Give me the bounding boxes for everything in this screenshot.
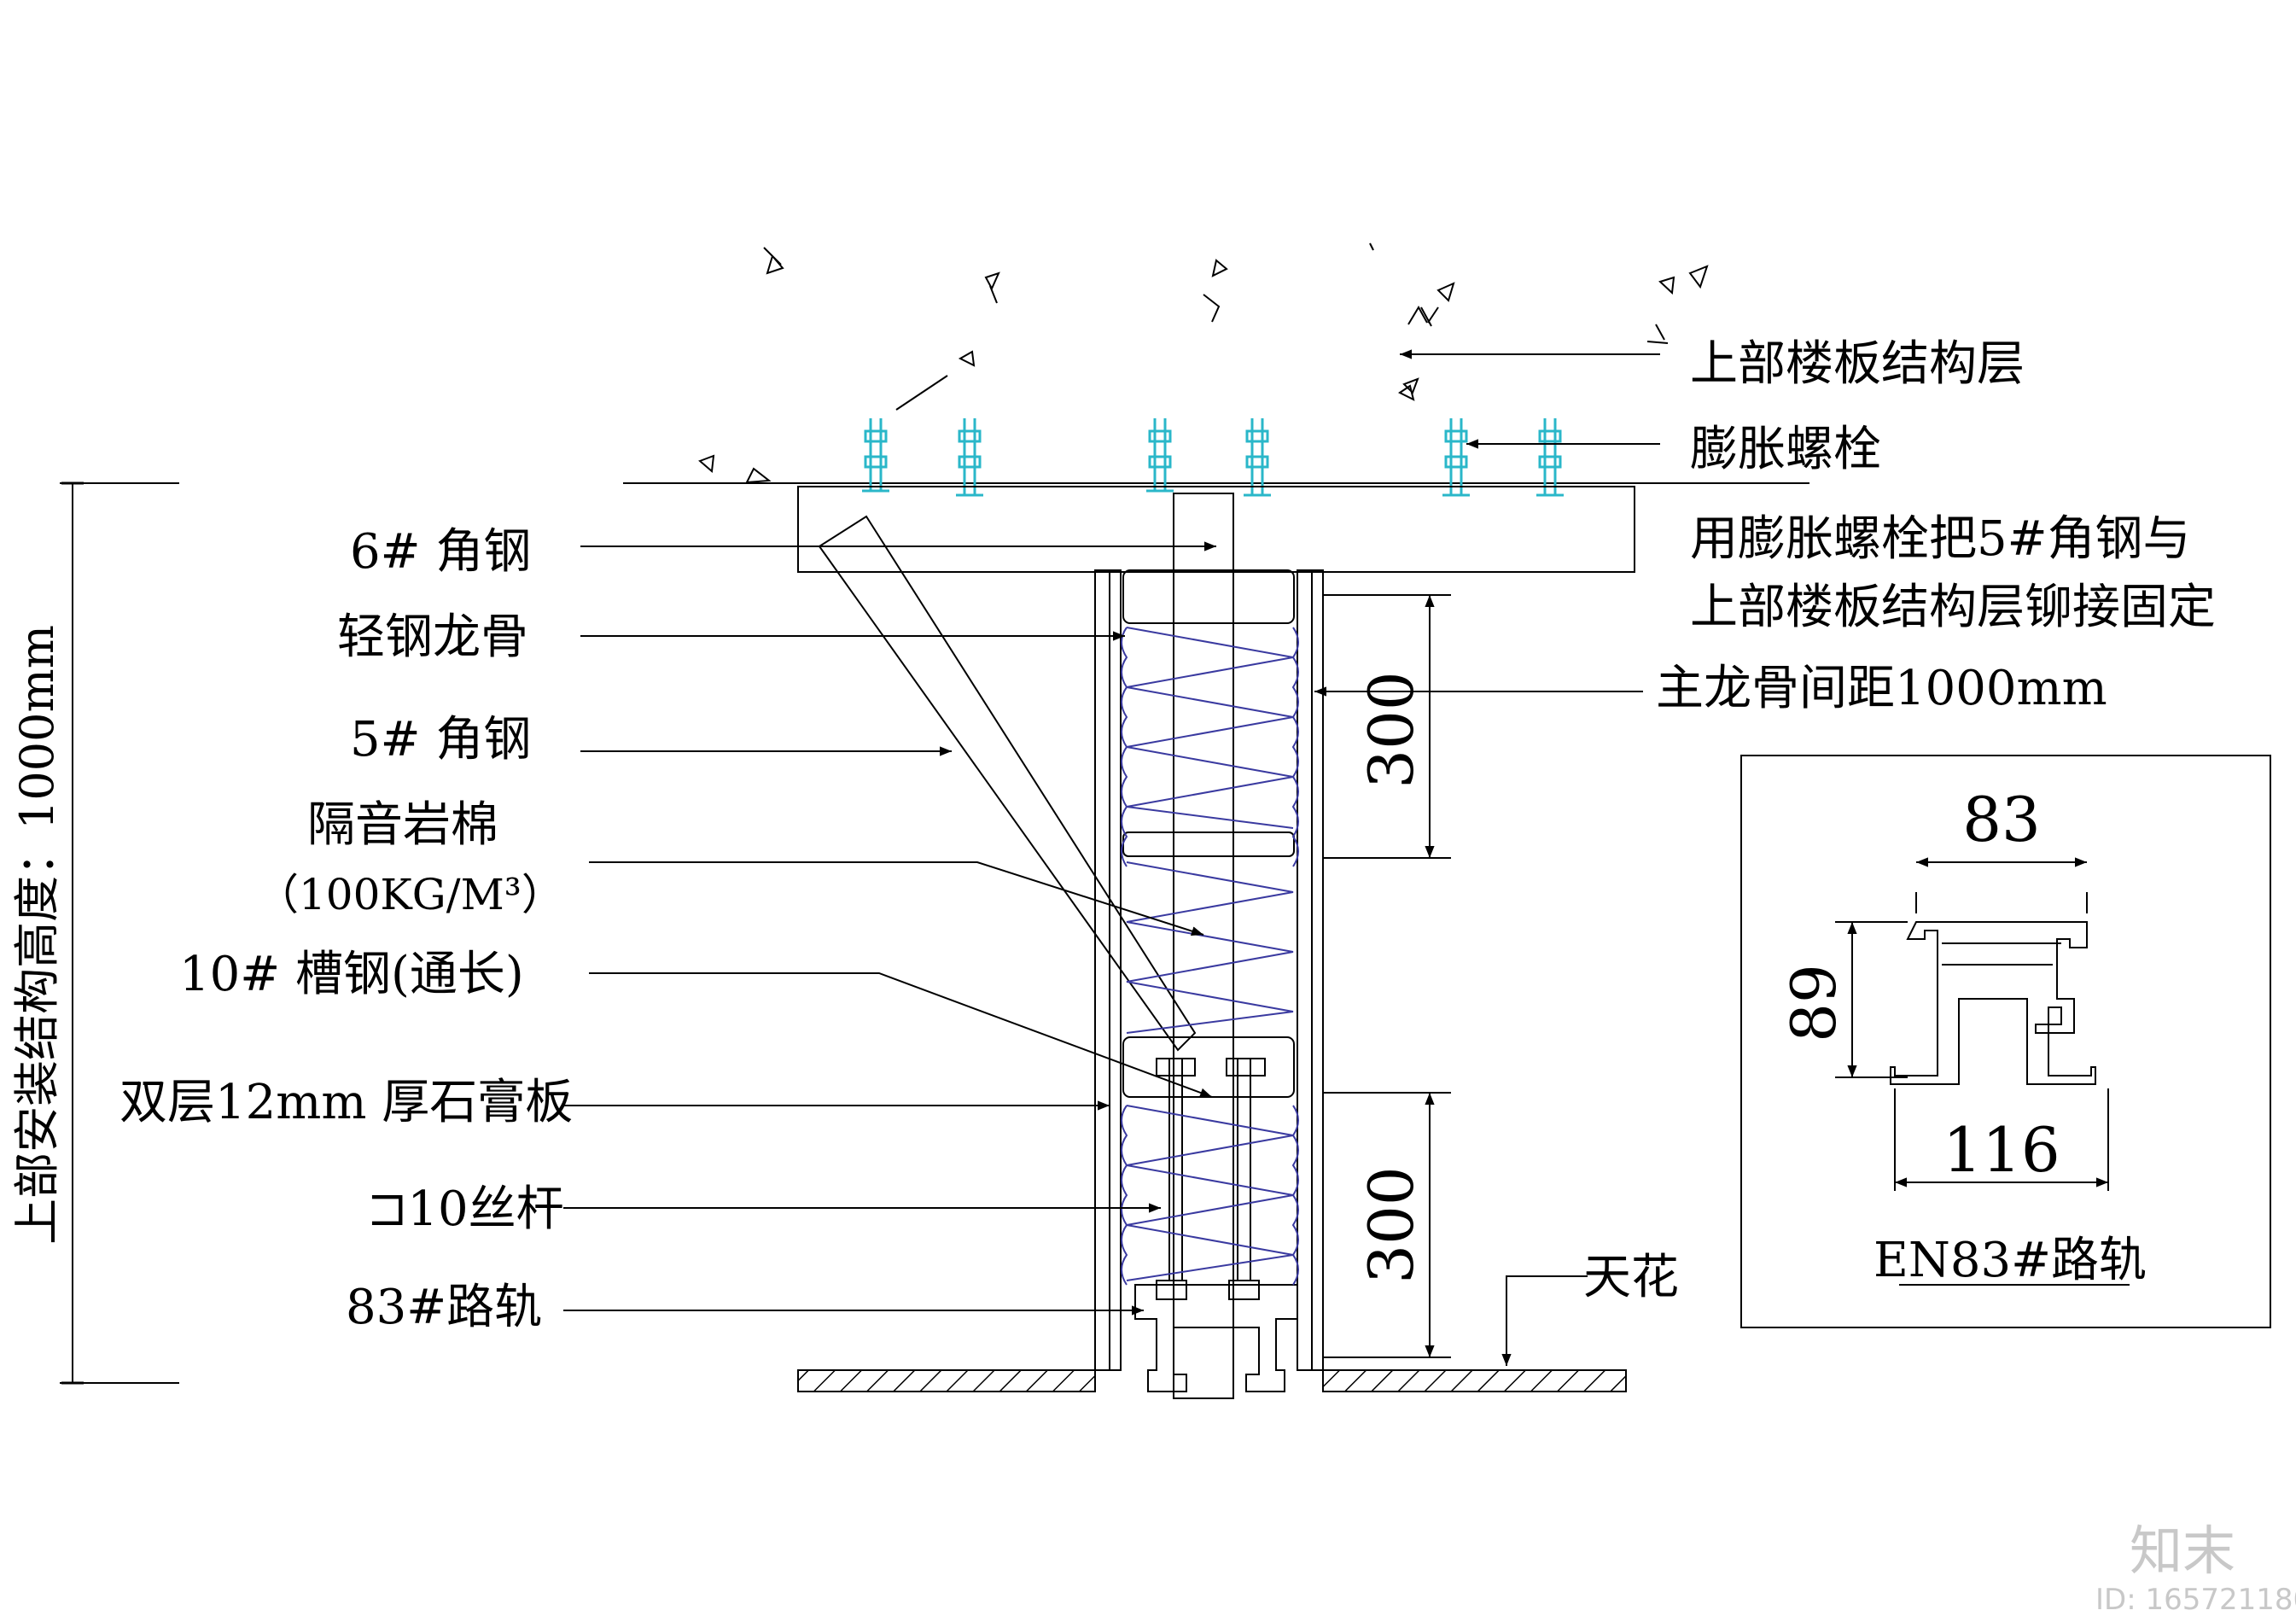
left-leaders: [563, 541, 1216, 1316]
label-expansion-bolt: 膨胀螺栓: [1690, 422, 1881, 477]
detail-frame: [1740, 755, 2271, 1328]
gypsum-board-left: [1094, 569, 1110, 1371]
ceiling-right: [1322, 1369, 1627, 1392]
detail-caption: EN83#路轨: [1874, 1233, 2147, 1288]
dimension-lines: [60, 481, 1451, 1385]
bolt-5: [1442, 418, 1470, 497]
label-fix-note-2: 上部楼板结构层铆接固定: [1690, 580, 2216, 635]
bolt-6: [1536, 418, 1564, 497]
floor-slab: [623, 242, 1809, 497]
watermark-id: ID: 165721180: [2095, 1583, 2296, 1617]
partition-wall: [1094, 569, 1324, 1392]
gypsum-board-right-2: [1311, 569, 1324, 1371]
bolt-1: [862, 418, 889, 493]
ceiling: [797, 1369, 1627, 1392]
concrete-aggregate-marks: [698, 242, 1709, 484]
detail-dim-116: 116: [1943, 1114, 2060, 1186]
label-angle-6: 6# 角钢: [350, 524, 531, 580]
bolt-2: [956, 418, 983, 497]
right-leaders: [1314, 349, 1660, 1366]
detail-dim-83: 83: [1962, 784, 2041, 855]
watermark-brand: 知末: [2130, 1520, 2235, 1582]
keel-top: [1122, 569, 1295, 624]
label-rock-wool-density: （100KG/M³）: [256, 870, 564, 919]
angle-6-post: [1173, 493, 1234, 1399]
steel-frame: [797, 486, 1635, 1399]
bolt-3: [1146, 418, 1174, 493]
install-height-label: 上部安装结构高度：1000mm: [10, 625, 64, 1245]
gypsum-board-left-2: [1109, 569, 1122, 1371]
angle-5-plate: [797, 486, 1635, 573]
gypsum-board-right: [1297, 569, 1313, 1371]
label-angle-5: 5# 角钢: [350, 712, 531, 767]
detail-dim-89: 89: [1778, 964, 1850, 1042]
label-light-keel: 轻钢龙骨: [337, 610, 528, 665]
angle-5-brace: [818, 515, 1197, 1052]
bolt-4: [1244, 418, 1271, 497]
label-floor-slab: 上部楼板结构层: [1690, 336, 2025, 392]
dimension-300-upper: 300: [1355, 671, 1427, 788]
label-gypsum-board: 双层12mm 厚石膏板: [119, 1075, 573, 1130]
label-fix-note-1: 用膨胀螺栓把5#角钢与: [1690, 511, 2191, 567]
detail-rail-profile: [1890, 921, 2096, 1085]
expansion-bolts: [862, 418, 1564, 497]
rock-wool-insulation: [1121, 627, 1299, 1286]
label-rail-83: 83#路轨: [346, 1280, 542, 1335]
channel-10: [1122, 1036, 1295, 1098]
label-rock-wool: 隔音岩棉: [307, 797, 498, 853]
rail-detail: 83 89 116 EN83#路轨: [1740, 755, 2271, 1328]
label-ceiling: 天花: [1583, 1250, 1679, 1305]
label-channel-10: 10# 槽钢(通长): [179, 947, 524, 1002]
label-main-keel-spacing: 主龙骨间距1000mm: [1656, 661, 2107, 716]
ceiling-left: [797, 1369, 1096, 1392]
keel-mid: [1122, 831, 1295, 857]
dimension-300-lower: 300: [1355, 1166, 1427, 1283]
rail-83-section: [1134, 1284, 1298, 1392]
label-threaded-rod: ⊐10丝杆: [367, 1181, 564, 1237]
